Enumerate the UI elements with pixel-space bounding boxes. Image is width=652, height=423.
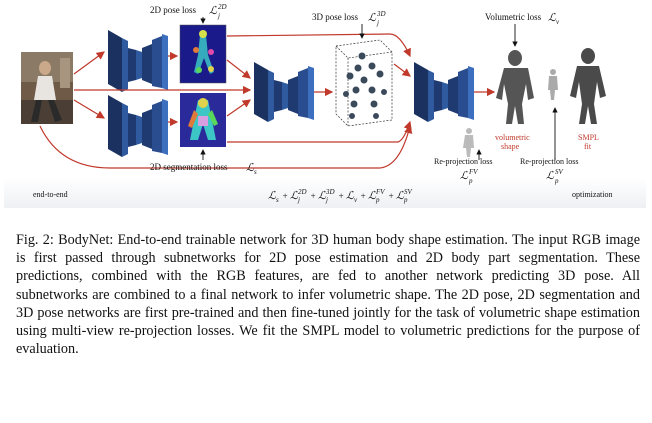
math-sv-sub: p <box>554 177 559 185</box>
svg-text:ℒ: ℒ <box>268 190 277 202</box>
svg-text:2D: 2D <box>298 188 307 196</box>
svg-text:+: + <box>282 191 288 201</box>
svg-text:j: j <box>297 196 300 204</box>
math-pose2d-sub: j <box>217 12 220 20</box>
arrow-joints-to-cnn4 <box>393 63 411 77</box>
svg-text:+: + <box>310 191 316 201</box>
cnn-block-volumetric <box>414 62 474 122</box>
label-seg2d-loss: 2D segmentation loss <box>150 162 228 172</box>
svg-text:s: s <box>276 196 279 204</box>
math-volumetric: ℒ <box>548 12 557 24</box>
bodynet-figure: 2D pose loss ℒ 2D j 3D pose loss ℒ 3D j … <box>4 3 646 208</box>
svg-text:ℒ: ℒ <box>396 190 405 202</box>
pose3d-volume <box>335 39 393 127</box>
arrow-input-to-cnn1 <box>73 51 105 75</box>
svg-text:SV: SV <box>404 188 413 196</box>
svg-text:p: p <box>375 196 380 204</box>
label-reproj-fv: Re-projection loss <box>434 157 492 166</box>
svg-text:+: + <box>338 191 344 201</box>
svg-text:ℒ: ℒ <box>318 190 327 202</box>
label-pose3d-loss: 3D pose loss <box>312 12 358 22</box>
math-fv: ℒ <box>460 170 469 182</box>
math-pose3d-sup: 3D <box>376 10 386 18</box>
math-fv-sup: FV <box>468 168 478 176</box>
label-optimization: optimization <box>572 190 612 199</box>
caption-text: BodyNet: End-to-end trainable network fo… <box>16 232 641 358</box>
svg-text:ℒ: ℒ <box>346 190 355 202</box>
silhouette-fv <box>463 128 474 157</box>
svg-text:FV: FV <box>375 188 385 196</box>
input-rgb-image <box>21 52 73 124</box>
arrow-input-to-cnn4 <box>39 124 413 169</box>
arrow-seg-to-cnn4 <box>227 120 412 143</box>
math-pose3d: ℒ <box>368 12 377 24</box>
label-volumetric-loss: Volumetric loss <box>485 12 542 22</box>
math-seg-sub: s <box>254 168 257 176</box>
arrow-seg-to-cnn3 <box>226 99 251 117</box>
bottom-band <box>4 178 646 208</box>
svg-text:+: + <box>388 191 394 201</box>
math-pose3d-sub: j <box>376 19 379 27</box>
math-fv-sub: p <box>468 177 473 185</box>
svg-text:+: + <box>360 191 366 201</box>
cnn-block-seg2d <box>108 95 168 157</box>
seg2d-output <box>180 93 226 147</box>
arrow-input-to-cnn2 <box>73 99 106 119</box>
silhouette-small <box>548 69 558 100</box>
cnn-block-pose3d <box>254 62 314 122</box>
svg-text:j: j <box>325 196 328 204</box>
figure-caption: Fig. 2: BodyNet: End-to-end trainable ne… <box>16 231 640 358</box>
arrow-heatmap-to-cnn4 <box>226 33 411 58</box>
math-volumetric-sub: v <box>556 18 560 26</box>
label-end-to-end: end-to-end <box>33 190 68 199</box>
label-fit: fit <box>584 142 592 151</box>
label-smpl: SMPL <box>578 133 599 142</box>
math-pose2d-sup: 2D <box>218 3 227 11</box>
label-pose2d-loss: 2D pose loss <box>150 5 196 15</box>
label-volumetric-shape-1: volumetric <box>495 133 530 142</box>
svg-text:3D: 3D <box>325 188 335 196</box>
label-volumetric-shape-2: shape <box>501 142 520 151</box>
arrow-heatmap-to-cnn3 <box>226 59 251 79</box>
svg-text:p: p <box>403 196 408 204</box>
math-sv-sup: SV <box>555 168 564 176</box>
cnn-block-pose2d <box>108 30 168 92</box>
caption-label: Fig. 2: <box>16 232 54 248</box>
math-seg: ℒ <box>246 162 255 174</box>
math-sv: ℒ <box>546 170 555 182</box>
svg-text:ℒ: ℒ <box>290 190 299 202</box>
svg-text:v: v <box>354 196 358 204</box>
math-pose2d: ℒ <box>209 5 218 17</box>
smpl-body <box>570 48 606 124</box>
pose2d-heatmap <box>179 24 227 84</box>
svg-text:ℒ: ℒ <box>368 190 377 202</box>
label-reproj-sv: Re-projection loss <box>520 157 578 166</box>
volumetric-body <box>496 50 534 124</box>
